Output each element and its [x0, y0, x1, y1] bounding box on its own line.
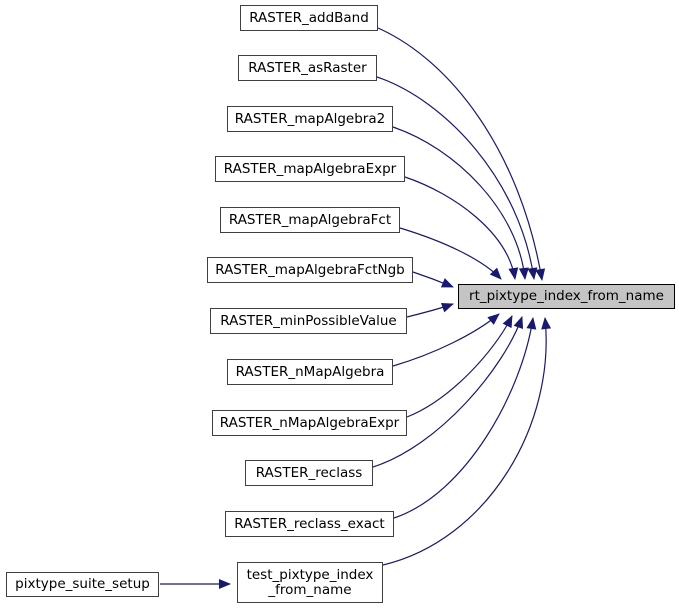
node-raster-nmapalgebra[interactable]: RASTER_nMapAlgebra — [227, 359, 393, 385]
edge-asraster-to-focus — [376, 76, 538, 280]
node-label: RASTER_reclass_exact — [234, 515, 385, 532]
edge-nmapalgebra-to-focus — [392, 313, 500, 367]
node-raster-mapalgebraexpr[interactable]: RASTER_mapAlgebraExpr — [215, 156, 405, 182]
edge-mapalgebraexpr-to-focus — [404, 176, 519, 280]
node-label: RASTER_mapAlgebraFctNgb — [215, 261, 405, 278]
edge-nmapalgebraexpr-to-focus — [406, 315, 513, 418]
edge-addband-to-focus — [377, 27, 546, 281]
node-label: RASTER_mapAlgebraFct — [228, 211, 392, 228]
node-label: rt_pixtype_index_from_name — [469, 288, 664, 304]
node-raster-mapalgebrafct[interactable]: RASTER_mapAlgebraFct — [220, 207, 400, 233]
node-label: RASTER_asRaster — [248, 59, 367, 76]
node-label: pixtype_suite_setup — [15, 576, 150, 592]
node-raster-reclass-exact[interactable]: RASTER_reclass_exact — [225, 511, 394, 537]
node-label: RASTER_nMapAlgebra — [235, 363, 385, 380]
node-test-pixtype-index-from-name[interactable]: test_pixtype_index _from_name — [237, 562, 383, 603]
edge-minpossiblevalue-to-focus — [406, 302, 454, 318]
node-raster-asraster[interactable]: RASTER_asRaster — [238, 55, 377, 81]
node-label-line2: _from_name — [268, 581, 352, 598]
edge-reclass-to-focus — [372, 316, 524, 468]
edge-reclassexact-to-focus — [393, 317, 537, 519]
node-focus-rt-pixtype-index-from-name: rt_pixtype_index_from_name — [458, 284, 675, 309]
node-raster-reclass[interactable]: RASTER_reclass — [245, 460, 373, 486]
node-raster-mapalgebrafctngb[interactable]: RASTER_mapAlgebraFctNgb — [207, 257, 413, 283]
edge-mapalgebrafct-to-focus — [399, 227, 502, 280]
node-label: RASTER_addBand — [249, 9, 369, 26]
node-label: RASTER_reclass — [255, 464, 363, 481]
node-pixtype-suite-setup[interactable]: pixtype_suite_setup — [6, 572, 159, 597]
node-raster-minpossiblevalue[interactable]: RASTER_minPossibleValue — [210, 308, 407, 334]
node-raster-addband[interactable]: RASTER_addBand — [240, 5, 378, 31]
node-label: RASTER_minPossibleValue — [220, 312, 397, 329]
node-label-line1: test_pixtype_index — [246, 566, 374, 583]
edge-mapalgebrafctngb-to-focus — [412, 271, 454, 288]
node-label: RASTER_mapAlgebraExpr — [223, 160, 397, 177]
node-label: RASTER_nMapAlgebraExpr — [219, 414, 400, 431]
node-label: RASTER_mapAlgebra2 — [234, 110, 386, 127]
edge-testpixtype-to-focus — [382, 317, 552, 566]
node-raster-mapalgebra2[interactable]: RASTER_mapAlgebra2 — [227, 106, 393, 132]
edge-mapalgebra2-to-focus — [392, 126, 529, 280]
node-raster-nmapalgebraexpr[interactable]: RASTER_nMapAlgebraExpr — [212, 410, 407, 436]
